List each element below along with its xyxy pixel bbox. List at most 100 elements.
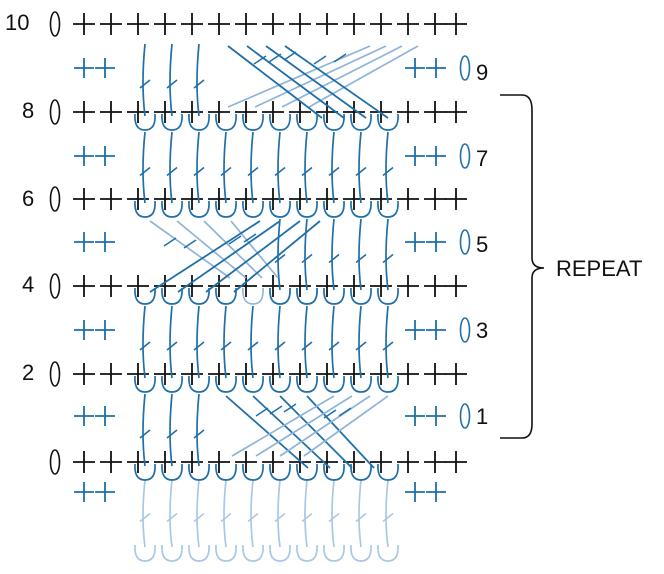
sc-plus-row-1-1 xyxy=(95,482,115,502)
band-3-post-6-stem xyxy=(304,305,308,379)
sc-plus-row9-1 xyxy=(95,58,115,78)
band-9-cable-front-3 xyxy=(284,45,389,119)
band-7-post-2-tick xyxy=(193,166,205,177)
sc-plus-row2-10 xyxy=(343,363,365,385)
sc-plus-row7-3 xyxy=(426,146,446,166)
sc-plus-row2-0 xyxy=(73,363,95,385)
band-1-cable-front-1 xyxy=(252,395,331,469)
sc-plus-row7-2 xyxy=(405,146,425,166)
foundation-post-5-tick xyxy=(274,512,286,523)
sc-plus-row5-2 xyxy=(405,232,425,252)
sc-plus-row4-4 xyxy=(181,275,203,297)
row-label-2: 2 xyxy=(22,360,34,385)
sc-plus-row8-14 xyxy=(445,101,467,123)
foundation-post-0-stem xyxy=(142,479,146,548)
sc-plus-row4-10 xyxy=(343,275,365,297)
band-3-post-3-tick xyxy=(220,341,232,351)
band-9-cable-back-3 xyxy=(308,45,419,108)
chain-oval-row7 xyxy=(459,143,471,169)
band-1-tick-4 xyxy=(338,407,352,417)
sc-plus-row8-11 xyxy=(370,101,392,123)
band-3-post-4-tick xyxy=(247,341,259,351)
foundation-post-2-tick xyxy=(193,512,205,523)
band-7-post-4-stem xyxy=(250,131,254,204)
band-9-post-1-tick xyxy=(166,79,178,89)
sc-plus-row1-2 xyxy=(405,406,425,426)
sc-plus-row8-12 xyxy=(397,101,419,123)
foundation-post-8-tick xyxy=(355,512,367,523)
band-7-post-6-stem xyxy=(304,131,308,204)
sc-plus-row6-4 xyxy=(181,188,203,210)
row-label-1: 1 xyxy=(476,404,488,429)
band-3-post-9-tick xyxy=(382,341,394,351)
band-9-tick-1 xyxy=(268,53,282,63)
band-3-post-2-tick xyxy=(193,341,205,351)
band-7-post-9-hook xyxy=(377,200,399,218)
band-5-post-9-tick xyxy=(382,253,394,264)
sc-plus-row0-5 xyxy=(208,451,230,473)
foundation-post-1-tick xyxy=(166,512,178,523)
band-7-post-7-tick xyxy=(328,166,340,177)
band-7-post-5-stem xyxy=(277,131,281,204)
sc-plus-row6-14 xyxy=(445,188,467,210)
band-9-hook-5 xyxy=(269,113,291,131)
band-3-post-8-hook xyxy=(350,375,372,393)
band-1-cable-back-3 xyxy=(303,395,389,457)
band-5-post-8-hook xyxy=(350,287,372,305)
band-1-post-0-hook xyxy=(134,463,156,481)
foundation-post-2-stem xyxy=(196,479,200,548)
band-9-hook-7 xyxy=(323,113,345,131)
sc-plus-row6-10 xyxy=(343,188,365,210)
sc-plus-row9-2 xyxy=(405,58,425,78)
band-9-tick-0 xyxy=(253,55,267,65)
sc-plus-row6-0 xyxy=(73,188,95,210)
sc-plus-row4-1 xyxy=(100,275,122,297)
band-7-post-6-hook xyxy=(296,200,318,218)
foundation-post-3-stem xyxy=(223,479,227,548)
band-3-post-5-tick xyxy=(274,341,286,351)
foundation-post-1-stem xyxy=(169,479,173,548)
sc-plus-row8-7 xyxy=(262,101,284,123)
row-label-3: 3 xyxy=(476,318,488,343)
band-5-light-hook-4 xyxy=(242,287,264,305)
band-1-hook-4 xyxy=(242,463,264,481)
sc-plus-row2-12 xyxy=(397,363,419,385)
sc-plus-row0-4 xyxy=(181,451,203,473)
band-5-hook-2 xyxy=(188,287,210,305)
band-1-hook-8 xyxy=(350,463,372,481)
foundation-post-2-hook xyxy=(188,544,210,562)
band-1-post-1-stem xyxy=(169,393,173,467)
band-3-post-7-stem xyxy=(331,305,335,379)
band-3-post-9-stem xyxy=(385,305,389,379)
row-label-10: 10 xyxy=(5,10,29,35)
band-3-post-0-tick xyxy=(139,341,151,351)
band-7-post-0-stem xyxy=(142,131,146,204)
band-3-post-8-stem xyxy=(358,305,362,379)
sc-plus-row1-0 xyxy=(74,406,94,426)
band-3-post-6-hook xyxy=(296,375,318,393)
sc-plus-row8-6 xyxy=(235,101,257,123)
sc-plus-row2-14 xyxy=(445,363,467,385)
sc-plus-row8-2 xyxy=(127,101,149,123)
row-label-5: 5 xyxy=(476,232,488,257)
band-7-post-7-hook xyxy=(323,200,345,218)
sc-plus-row2-3 xyxy=(154,363,176,385)
band-9-tick-2 xyxy=(283,51,297,61)
band-7-post-5-hook xyxy=(269,200,291,218)
sc-plus-row10-14 xyxy=(445,13,467,35)
sc-plus-row-1-0 xyxy=(74,482,94,502)
sc-plus-row2-11 xyxy=(370,363,392,385)
sc-plus-row10-7 xyxy=(262,13,284,35)
sc-plus-row0-12 xyxy=(397,451,419,473)
band-3-post-6-tick xyxy=(301,341,313,351)
grid-plus-layer xyxy=(73,13,467,502)
sc-plus-row2-4 xyxy=(181,363,203,385)
band-5-cable-back-3 xyxy=(230,220,279,279)
band-1-hook-3 xyxy=(215,463,237,481)
band-9-post-0-hook xyxy=(134,113,156,131)
band-3-post-1-stem xyxy=(169,305,173,379)
foundation-post-4-tick xyxy=(247,512,259,523)
band-7-post-4-hook xyxy=(242,200,264,218)
sc-plus-row5-1 xyxy=(95,232,115,252)
